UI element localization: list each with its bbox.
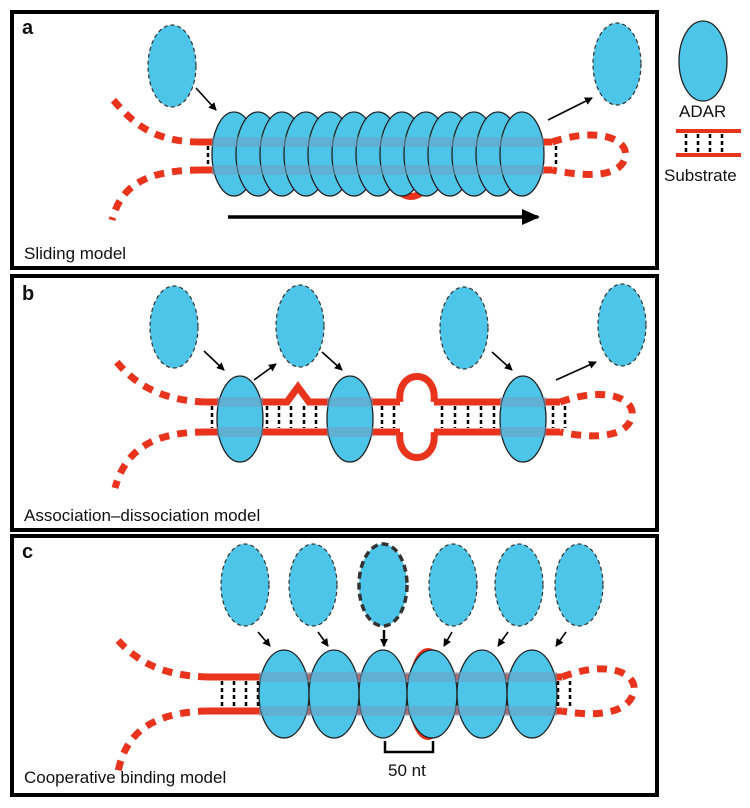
free-adar-6 <box>554 543 604 627</box>
base-pair-rungs <box>220 681 572 707</box>
free-adar-incoming <box>147 24 197 108</box>
legend: ADAR Substrate <box>664 20 741 185</box>
bind-arrow-2 <box>317 631 329 647</box>
panel-b: b <box>10 274 659 532</box>
free-adar-2 <box>275 284 325 368</box>
free-adar-3 <box>439 286 489 370</box>
free-adar-1 <box>149 285 199 369</box>
substrate-hairpin-loop <box>560 665 638 718</box>
spacing-label: 50 nt <box>388 761 426 780</box>
panel-c-frame <box>10 534 659 797</box>
bind-arrow-3 <box>491 351 513 371</box>
spacing-bracket <box>383 741 435 754</box>
panel-a-letter: a <box>22 17 34 39</box>
bind-arrow-1 <box>257 631 271 647</box>
base-pair-rungs <box>210 406 567 428</box>
release-arrow-1 <box>253 363 277 381</box>
free-adar-2 <box>288 543 338 627</box>
legend-adar-label: ADAR <box>679 102 726 121</box>
free-adar-1 <box>220 543 270 627</box>
panel-c-letter: c <box>22 541 33 563</box>
panel-a-model-name: Sliding model <box>24 244 126 263</box>
free-adar-4 <box>428 543 478 627</box>
internal-loop-bottom <box>396 431 438 461</box>
legend-substrate-label: Substrate <box>664 166 737 185</box>
bind-arrow-5 <box>497 631 509 647</box>
substrate-top-tail <box>107 93 201 146</box>
substrate-bottom-tail <box>108 166 201 221</box>
free-adar-outgoing <box>592 22 642 106</box>
panel-c: c <box>10 534 659 797</box>
legend-adar-icon <box>678 20 728 102</box>
panel-c-model-name: Cooperative binding model <box>24 768 226 787</box>
bind-arrow-1 <box>203 350 225 371</box>
panel-b-letter: b <box>22 283 34 305</box>
bound-adar-3 <box>499 375 547 463</box>
sliding-adar-train <box>211 111 545 197</box>
substrate-top-tail <box>112 634 209 681</box>
release-arrow-3 <box>555 361 597 381</box>
association-arrow <box>195 87 217 111</box>
substrate-hairpin-loop <box>550 131 629 178</box>
substrate-hairpin-loop <box>558 391 636 440</box>
bound-adar-2 <box>326 375 374 463</box>
panel-a: a <box>10 10 659 270</box>
panel-a-frame <box>10 10 659 270</box>
panel-b-model-name: Association–dissociation model <box>24 506 260 525</box>
substrate-bottom-tail <box>111 428 206 489</box>
internal-loop-top <box>396 373 438 403</box>
cooperative-adar-row <box>258 648 558 740</box>
bound-adars <box>216 375 547 463</box>
free-adar-4 <box>597 283 647 367</box>
bind-arrow-4 <box>443 631 453 647</box>
panel-b-frame <box>10 274 659 532</box>
substrate-bottom-tail <box>114 707 209 773</box>
dissociation-arrow <box>547 97 593 121</box>
free-adar-highlighted <box>357 542 409 628</box>
bound-adar-1 <box>216 375 264 463</box>
substrate-top-tail <box>109 353 206 406</box>
highlighted-adar <box>358 649 408 739</box>
bind-arrow-2 <box>321 351 343 371</box>
bind-arrow-6 <box>555 631 567 647</box>
free-adar-5 <box>494 543 544 627</box>
